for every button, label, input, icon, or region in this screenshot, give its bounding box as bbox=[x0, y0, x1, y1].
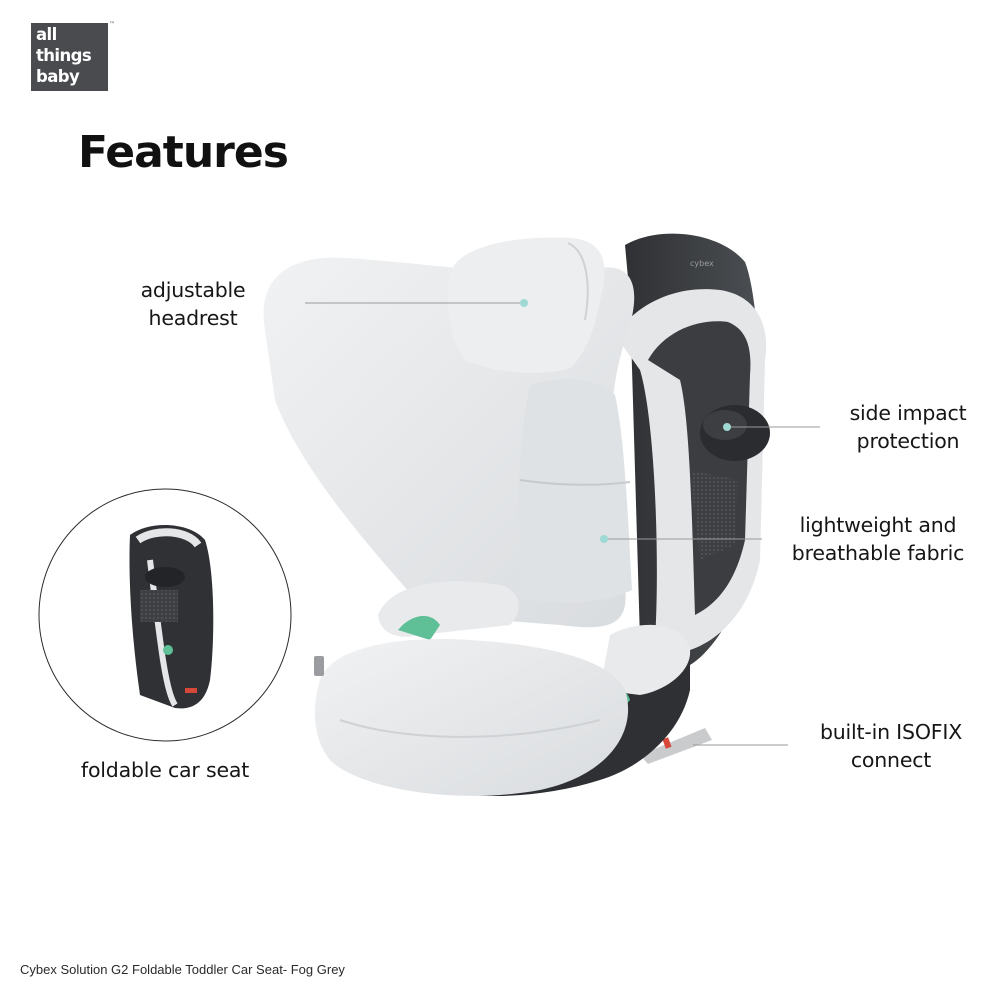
isofix-connector bbox=[640, 728, 712, 764]
seat-tag bbox=[314, 656, 324, 676]
callout-isofix-line1: built-in ISOFIX bbox=[819, 720, 963, 744]
brand-mark: cybex bbox=[690, 259, 714, 268]
side-impact-dot bbox=[723, 423, 731, 431]
logo-line-2: things bbox=[36, 46, 92, 65]
callout-side-impact-line1: side impact bbox=[849, 401, 967, 425]
callout-isofix-line2: connect bbox=[850, 748, 932, 772]
logo-line-3: baby bbox=[36, 67, 80, 86]
callout-lines bbox=[305, 299, 820, 746]
callout-fabric-line2: breathable fabric bbox=[791, 541, 965, 565]
callout-headrest-line1: adjustable bbox=[140, 278, 246, 302]
callout-side-impact: side impact protection bbox=[838, 399, 978, 455]
car-seat-main: cybex bbox=[263, 233, 770, 797]
page-title: Features bbox=[78, 127, 289, 178]
seat-cushion bbox=[314, 639, 629, 796]
product-caption: Cybex Solution G2 Foldable Toddler Car S… bbox=[20, 962, 345, 977]
callout-headrest-line2: headrest bbox=[148, 306, 238, 330]
trademark-mark: ™ bbox=[109, 21, 115, 28]
foldable-inset bbox=[38, 488, 292, 742]
armrest-left bbox=[378, 581, 519, 637]
fabric-dot bbox=[600, 535, 608, 543]
brand-logo: all things baby bbox=[31, 23, 108, 91]
headrest-dot bbox=[520, 299, 528, 307]
callout-fabric-line1: lightweight and bbox=[799, 513, 957, 537]
logo-line-1: all bbox=[36, 25, 57, 44]
callout-fabric: lightweight and breathable fabric bbox=[778, 511, 978, 567]
callout-foldable: foldable car seat bbox=[68, 756, 262, 784]
side-mesh-panel bbox=[690, 470, 738, 560]
armrest-right bbox=[600, 624, 691, 695]
callout-side-impact-line2: protection bbox=[856, 429, 960, 453]
callout-foldable-text: foldable car seat bbox=[80, 758, 250, 782]
callout-headrest: adjustable headrest bbox=[133, 276, 253, 332]
folded-mesh bbox=[140, 590, 178, 622]
callout-isofix: built-in ISOFIX connect bbox=[803, 718, 979, 774]
back-panel bbox=[518, 379, 632, 603]
